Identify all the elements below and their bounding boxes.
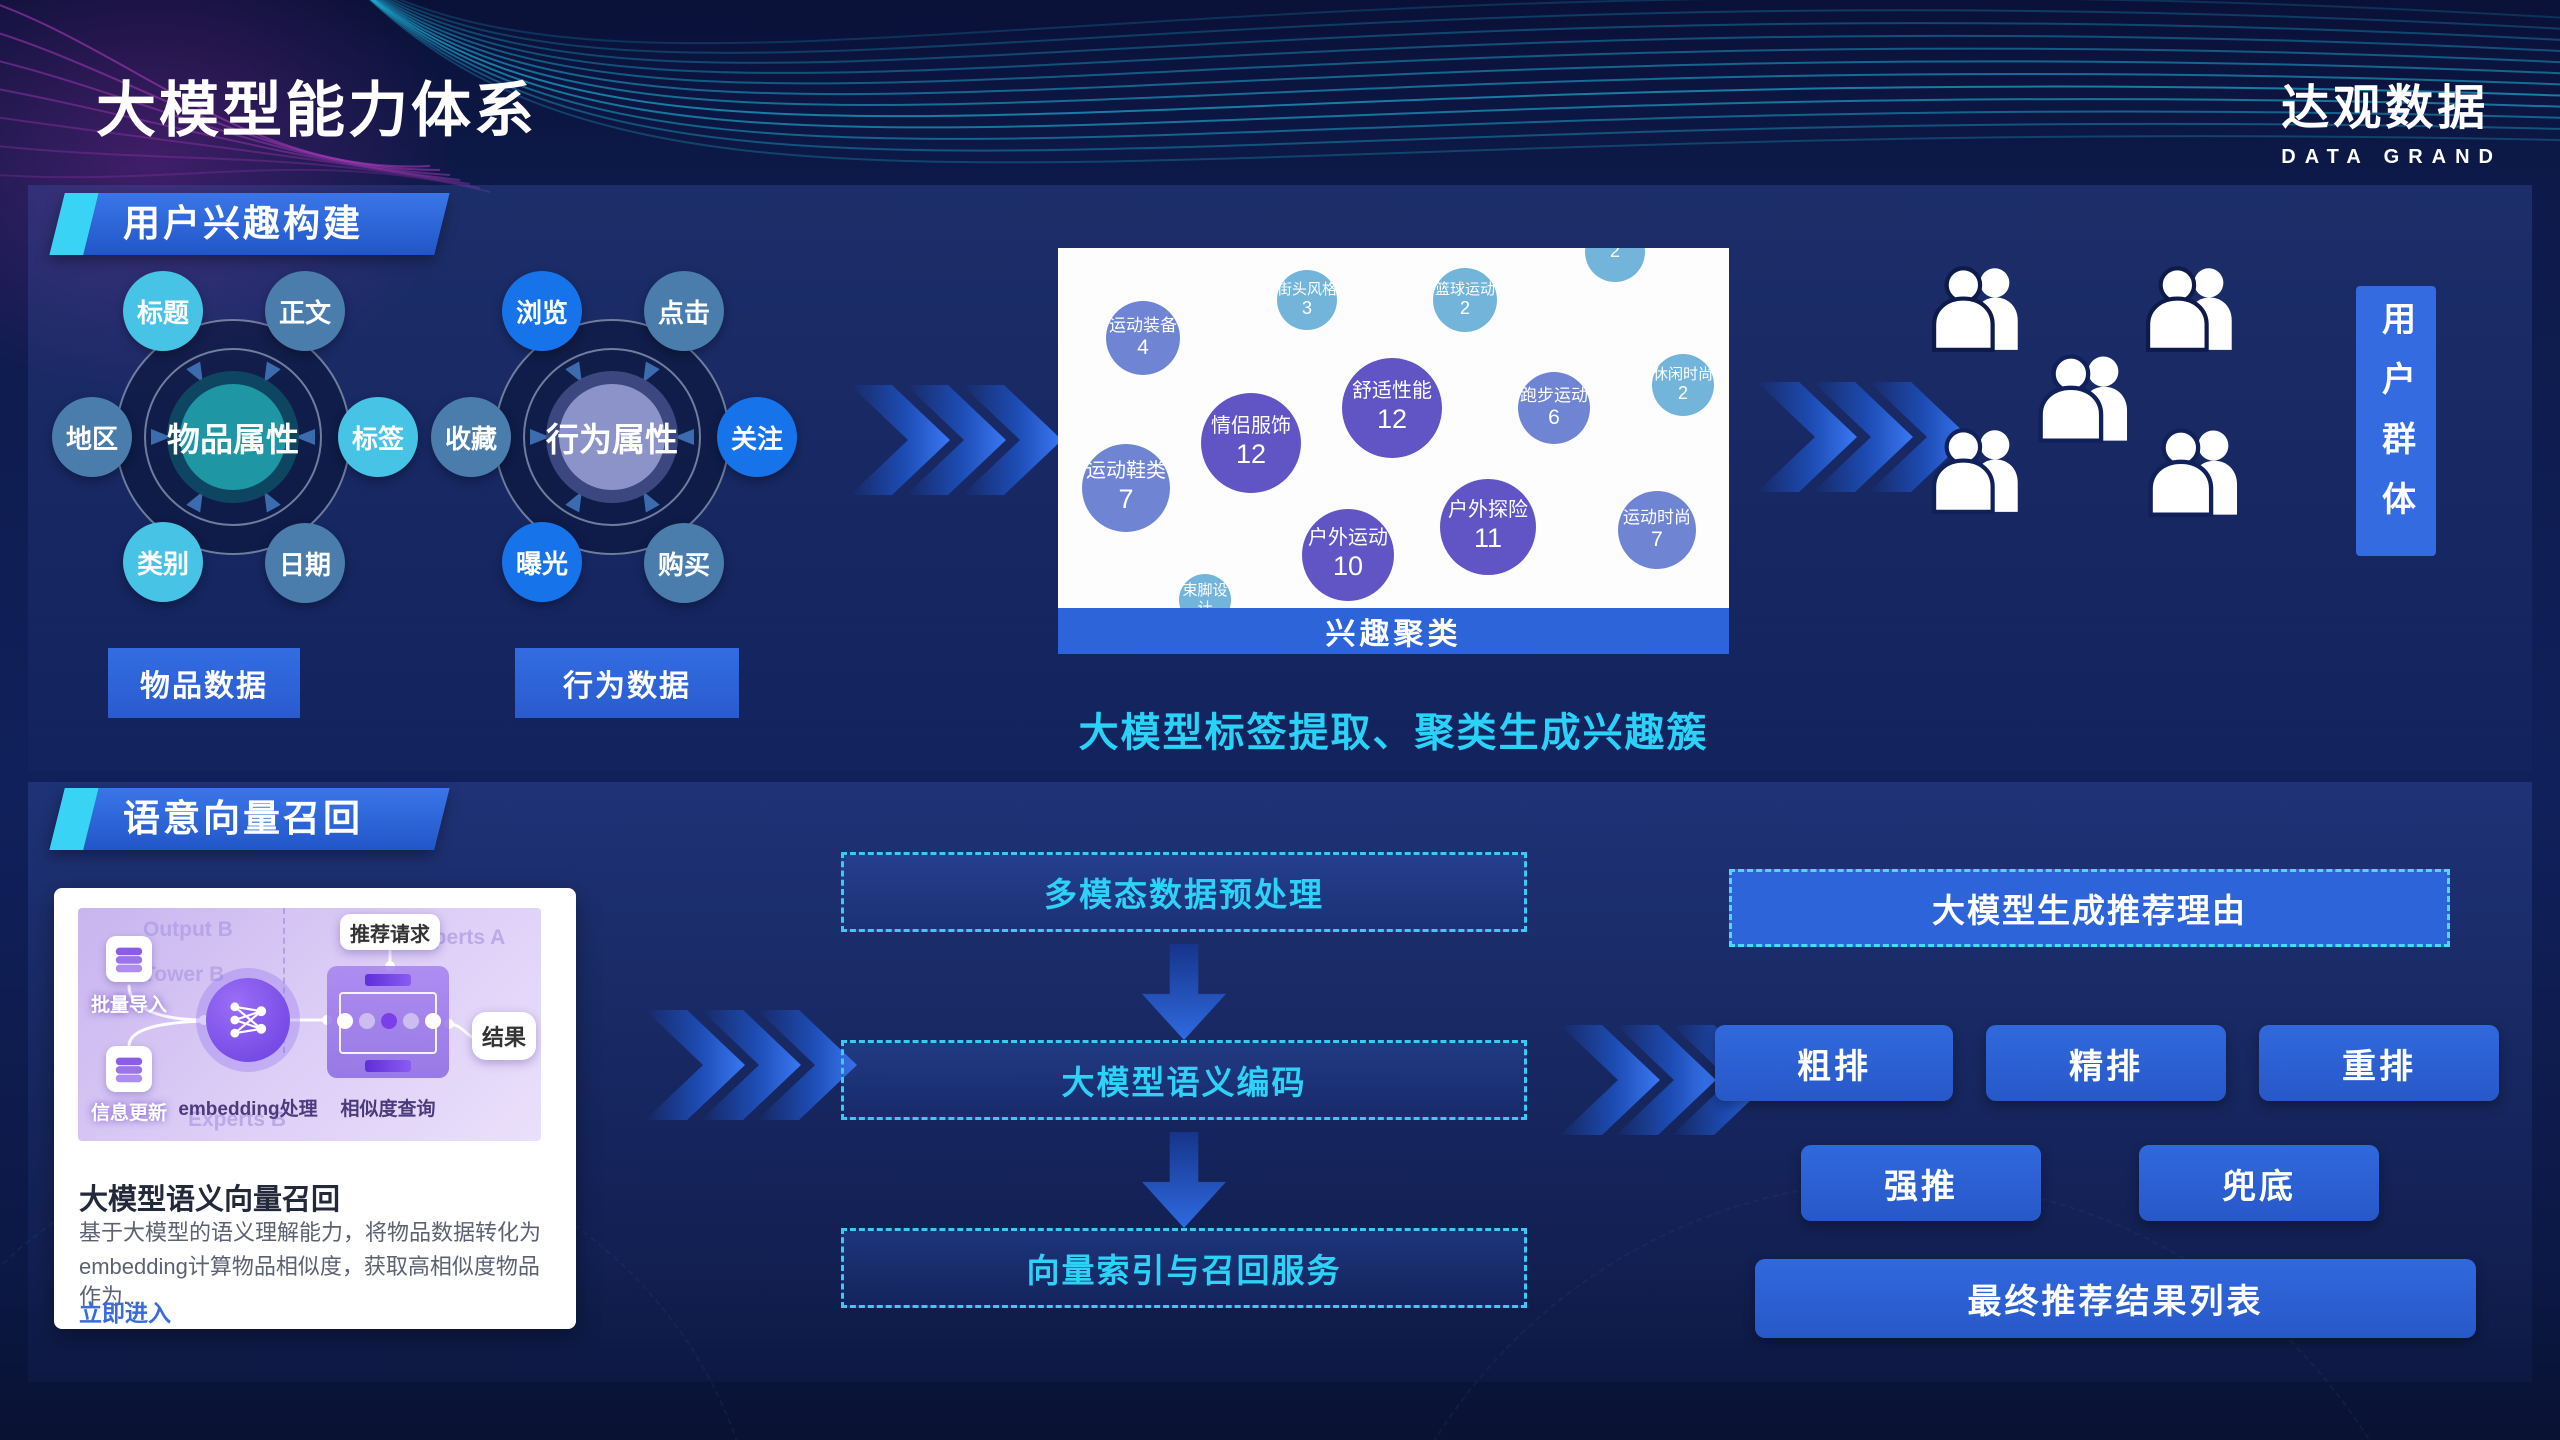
database-icon [115,1057,143,1083]
request-pill: 推荐请求 [340,914,440,950]
orbit-core: 行为属性 [546,371,678,503]
orbit-core: 物品属性 [167,371,299,503]
orbit-core-label: 物品属性 [167,421,299,458]
people-icon [2148,428,2238,517]
chevron-arrows [645,1010,857,1120]
final-result-box: 最终推荐结果列表 [1755,1259,2476,1338]
enter-now-link[interactable]: 立即进入 [79,1300,171,1326]
section1-header-badge: 用户兴趣构建 [49,193,450,255]
dashed-divider [283,908,285,1053]
orbit-node: 日期 [265,523,345,603]
section2-header-badge: 语意向量召回 [49,788,450,850]
embedding-node [206,978,290,1062]
user-group-label: 用户群体 [2376,301,2415,541]
chevron-arrows [850,385,1062,495]
orbit-node: 曝光 [502,522,582,602]
people-icon [1932,428,2018,514]
rank-button-boost: 强推 [1801,1145,2041,1221]
batch-import-node [106,936,152,982]
people-icon [2038,354,2128,443]
rank-button-coarse: 粗排 [1715,1025,1953,1101]
rank-button-fine: 精排 [1986,1025,2226,1101]
rank-button-fallback: 兜底 [2139,1145,2379,1221]
brand-logo: 达观数据 DATA GRAND [2281,68,2502,169]
people-icon [2146,266,2232,352]
orbit-node: 标签 [338,397,418,477]
illustration-bg-text: Experts B [188,1108,287,1131]
flow-box-multimodal-preprocess: 多模态数据预处理 [841,852,1527,932]
info-update-label: 信息更新 [90,1103,167,1124]
orbit-node: 地区 [52,397,132,477]
page-title: 大模型能力体系 [96,77,537,144]
network-icon [230,1002,267,1038]
cluster-footer-bar: 兴趣聚类 [1058,608,1729,654]
database-icon [115,947,143,973]
orbit-node: 浏览 [502,271,582,351]
user-group-box: 用户群体 [2356,286,2436,556]
orbit-node: 点击 [644,271,724,351]
orbit-node: 收藏 [431,397,511,477]
card-illustration: Output B Tower B Experts A Experts B [78,908,541,1141]
section1-caption: 大模型标签提取、聚类生成兴趣簇 [1078,711,1709,755]
item-attributes-diagram: 物品属性 标题 正文 地区 标签 类别 日期 [33,237,433,637]
orbit-ring-inner [144,348,322,526]
similarity-node [327,966,449,1078]
result-pill: 结果 [472,1012,536,1060]
orbit-node: 关注 [717,397,797,477]
orbit-node: 购买 [644,523,724,603]
orbit-node: 正文 [265,271,345,351]
section1-header-label: 用户兴趣构建 [123,203,363,244]
card-description-line2: embedding计算物品相似度，获取高相似度物品作为... [79,1254,540,1309]
card-description-line1: 基于大模型的语义理解能力，将物品数据转化为 [79,1220,542,1245]
orbit-node: 标题 [123,271,203,351]
illustration-bg-text: Output B [143,918,233,941]
chevron-arrows [1560,1025,1772,1135]
behavior-data-box: 行为数据 [515,648,739,718]
flow-box-semantic-encoding: 大模型语义编码 [841,1040,1527,1120]
info-update-node [106,1046,152,1092]
item-data-box: 物品数据 [108,648,300,718]
batch-import-label: 批量导入 [90,995,167,1016]
orbit-core-label: 行为属性 [546,421,678,458]
reason-generation-box: 大模型生成推荐理由 [1729,869,2450,947]
brand-logo-cn: 达观数据 [2281,82,2490,135]
embedding-label: embedding处理 [178,1099,318,1120]
orbit-ring-inner [523,348,701,526]
people-icon [1932,266,2018,352]
orbit-node: 类别 [123,522,203,602]
recall-product-card: Output B Tower B Experts A Experts B [54,888,576,1329]
behavior-attributes-diagram: 行为属性 浏览 点击 收藏 关注 曝光 购买 [412,237,812,637]
flow-box-vector-index-recall: 向量索引与召回服务 [841,1228,1527,1308]
interest-bubble: 2 [1585,248,1645,282]
card-title: 大模型语义向量召回 [79,1184,341,1216]
brand-logo-en: DATA GRAND [2281,146,2502,168]
chevron-arrows [1757,382,1969,492]
rank-button-rerank: 重排 [2259,1025,2499,1101]
similarity-label: 相似度查询 [340,1099,436,1120]
section2-header-label: 语意向量召回 [123,798,363,839]
illustration-bg-text: Tower B [143,963,225,986]
